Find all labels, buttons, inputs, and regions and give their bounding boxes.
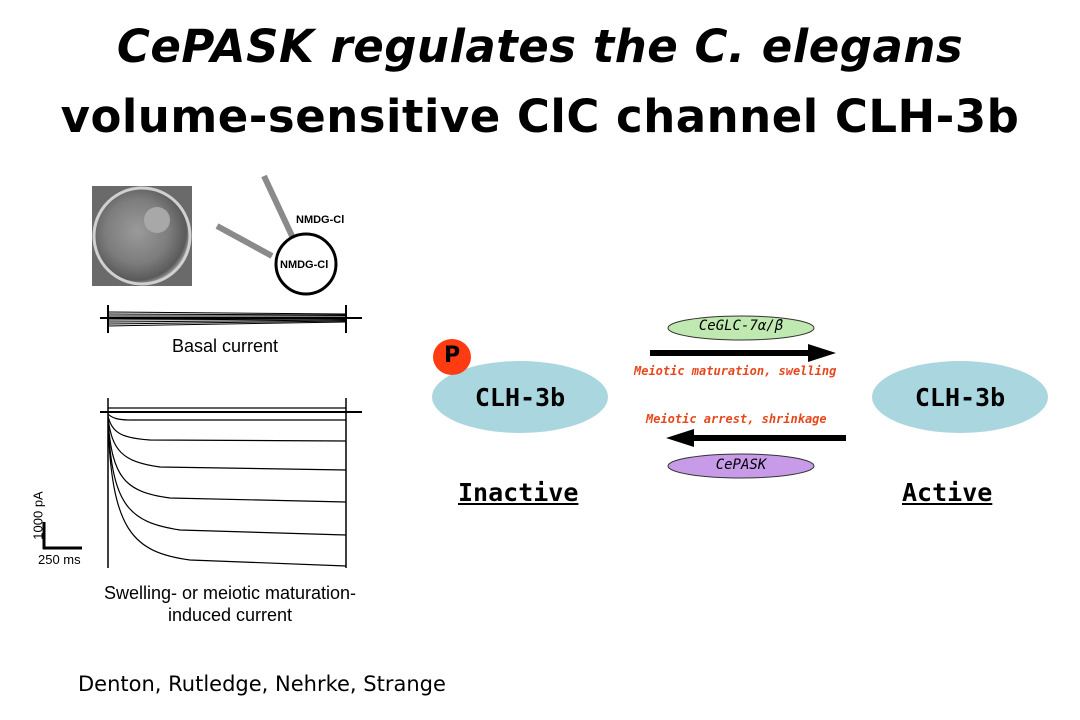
cepask-ellipse: [667, 453, 815, 479]
forward-arrow: [650, 344, 836, 362]
clh3b-active-label: CLH-3b: [914, 383, 1006, 412]
pipette-inner-label: NMDG-Cl: [280, 259, 329, 271]
basal-current-label: Basal current: [172, 336, 279, 356]
title-prefix: CePASK regulates the: [116, 20, 695, 73]
authors: Denton, Rutledge, Nehrke, Strange: [78, 672, 446, 696]
inactive-state-label: Inactive: [458, 478, 579, 507]
ceglc7-ellipse: [667, 315, 815, 341]
oocyte-image: [92, 186, 192, 286]
title-line-1: CePASK regulates the C. elegans: [0, 20, 1080, 73]
swelling-current-label: Swelling- or meiotic maturation-induced …: [103, 583, 357, 625]
forward-arrow-label: Meiotic maturation, swelling: [634, 364, 837, 378]
swelling-current-traces: [100, 398, 362, 568]
clh3b-inactive-ellipse: [432, 361, 608, 433]
title-species: C. elegans: [694, 20, 964, 73]
scale-time-label: 250 ms: [38, 552, 81, 567]
cepask-label: CePASK: [715, 457, 767, 473]
scale-bar: [42, 522, 82, 550]
clh3b-inactive-label: CLH-3b: [474, 383, 566, 412]
pipette-outer-label: NMDG-Cl: [296, 214, 345, 226]
phospho-circle: [433, 339, 471, 375]
pipette-diagram: [215, 174, 338, 296]
scale-current-label: 1000 pA: [30, 491, 46, 540]
phospho-label: P: [443, 343, 461, 368]
reverse-arrow: [666, 429, 846, 447]
basal-current-traces: [100, 305, 362, 333]
reverse-arrow-label: Meiotic arrest, shrinkage: [646, 412, 827, 426]
active-state-label: Active: [902, 478, 993, 507]
title-line-2: volume-sensitive ClC channel CLH-3b: [60, 90, 1020, 143]
ceglc7-label: CeGLC-7α/β: [698, 318, 784, 334]
clh3b-active-ellipse: [872, 361, 1048, 433]
